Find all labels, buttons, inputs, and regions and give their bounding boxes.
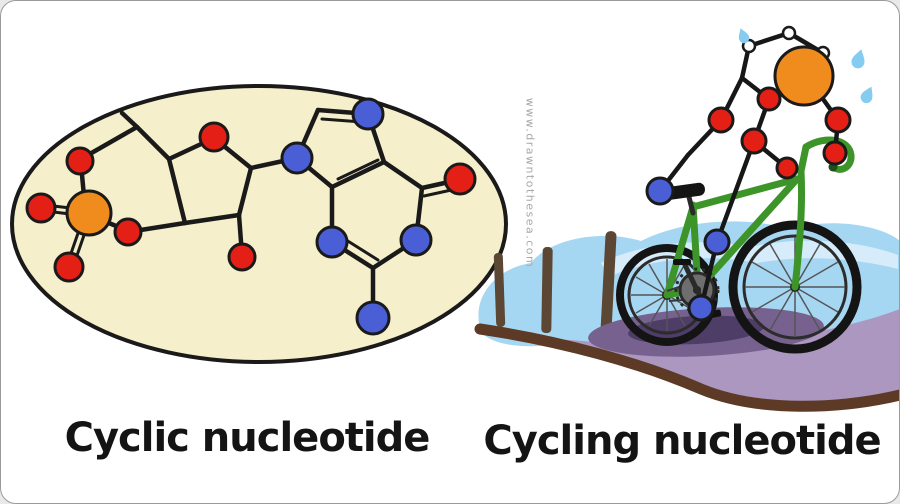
ribose-ring: [198, 121, 257, 272]
fence-post: [541, 246, 553, 334]
oxygen-atom: [740, 127, 768, 155]
oxygen-atom: [707, 106, 735, 134]
oxygen-atom: [443, 162, 477, 196]
fence-posts: [493, 231, 617, 335]
cycling-scene: [474, 25, 899, 412]
nitrogen-atom: [645, 176, 675, 206]
head-atom: [773, 45, 835, 107]
watermark: www.drawntothesea.com: [523, 97, 537, 269]
pedal: [673, 259, 691, 265]
joint-atom: [781, 25, 797, 41]
cyclic-nucleotide-panel: [10, 84, 508, 364]
purine-base: [280, 97, 477, 336]
oxygen-atom: [65, 146, 95, 176]
oxygen-atom: [198, 121, 230, 153]
oxygen-atom: [775, 156, 799, 180]
nitrogen-atom: [280, 141, 314, 175]
oxygen-atom: [756, 86, 782, 112]
fence-post: [493, 252, 506, 327]
nitrogen-atom: [355, 300, 391, 336]
nitrogen-atom: [703, 228, 731, 256]
road: [482, 309, 899, 405]
bike-frame: [663, 136, 855, 299]
nitrogen-atom: [315, 225, 349, 259]
oxygen-atom: [822, 140, 848, 166]
fence-post: [600, 231, 617, 335]
phosphate-group: [25, 146, 143, 283]
oxygen-atom: [824, 106, 852, 134]
road-curb: [474, 323, 899, 412]
nitrogen-atom: [351, 97, 385, 131]
caption-cyclic-nucleotide: Cyclic nucleotide: [64, 415, 431, 461]
rider-molecule: [645, 25, 877, 322]
nitrogen-atom: [687, 294, 715, 322]
oxygen-atom: [53, 251, 85, 283]
nitrogen-atom: [399, 223, 433, 257]
oxygen-atom: [227, 242, 257, 272]
joint-atom: [741, 38, 757, 54]
oxygen-atom: [113, 217, 143, 247]
oxygen-atom: [25, 192, 57, 224]
handlebar: [802, 136, 855, 173]
sweat-drop: [858, 84, 877, 106]
caption-cycling-nucleotide: Cycling nucleotide: [483, 418, 881, 464]
rider-atoms: [645, 25, 852, 322]
sweat-drop: [850, 47, 868, 70]
phosphorus-atom: [65, 189, 113, 237]
